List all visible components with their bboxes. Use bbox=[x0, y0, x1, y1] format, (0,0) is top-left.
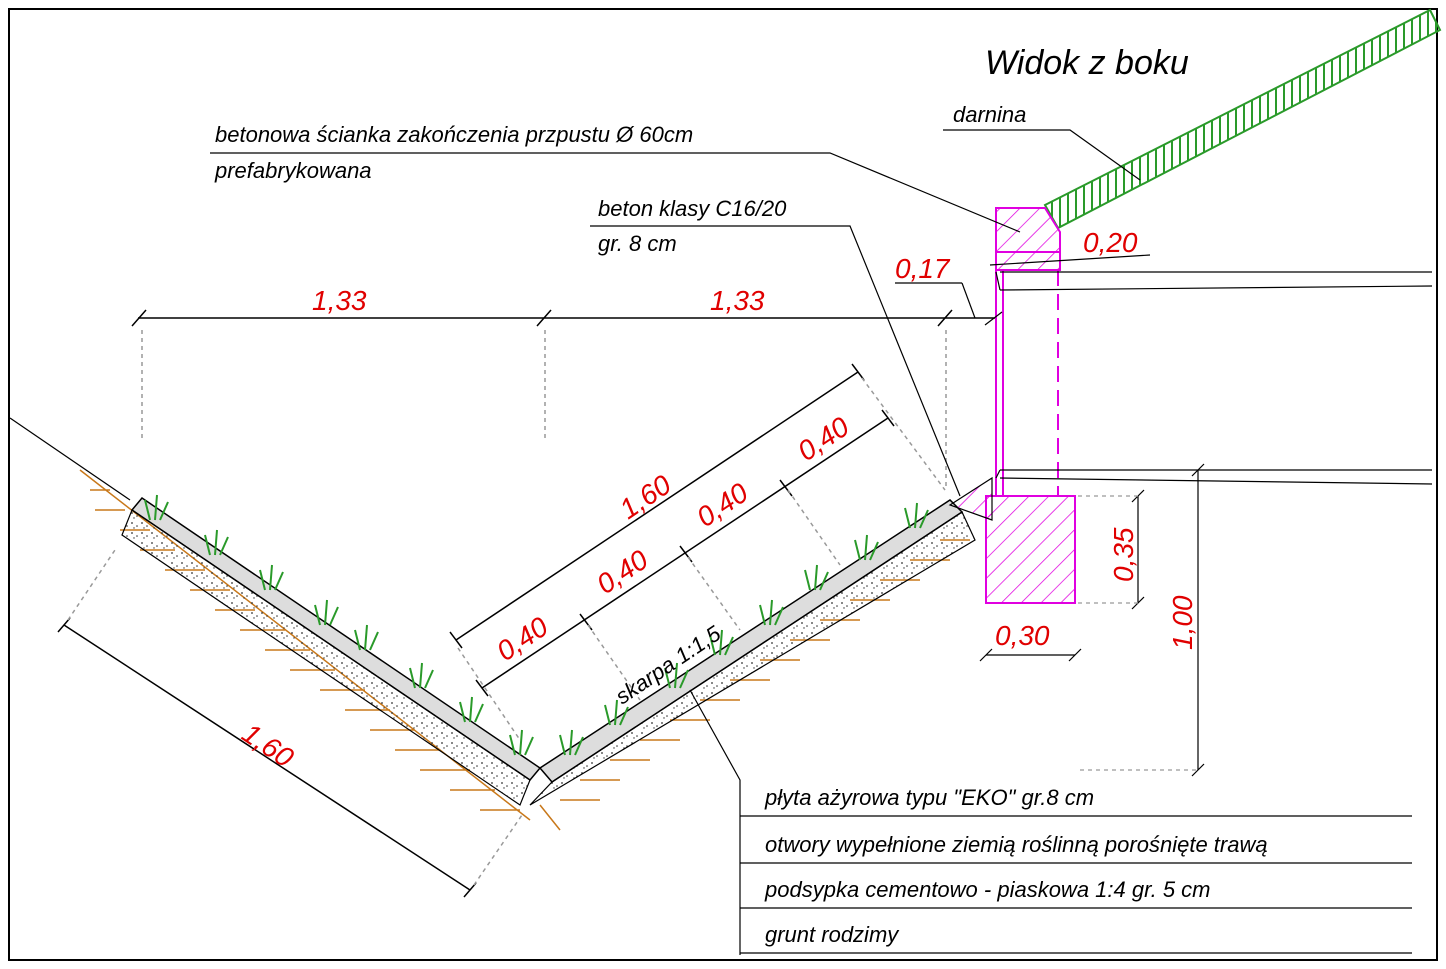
legend-item-2: otwory wypełnione ziemią roślinną porośn… bbox=[765, 832, 1268, 857]
dim-035: 0,35 bbox=[1108, 527, 1139, 582]
headwall bbox=[985, 207, 1076, 604]
legend-item-1: płyta ażyrowa typu "EKO" gr.8 cm bbox=[764, 785, 1094, 810]
grass-tufts bbox=[144, 494, 929, 756]
leader-legend bbox=[689, 689, 741, 955]
label-concrete-1: beton klasy C16/20 bbox=[598, 196, 787, 221]
dim-030: 0,30 bbox=[995, 620, 1050, 651]
pipe bbox=[995, 271, 1433, 485]
dim-seg-3: 0,40 bbox=[691, 477, 754, 533]
drawing-border bbox=[8, 8, 1438, 961]
view-title: Widok z boku bbox=[985, 44, 1189, 82]
dim-020-line bbox=[989, 254, 1151, 266]
left-slope-dimension bbox=[57, 549, 523, 898]
dim-035-lines bbox=[1078, 489, 1145, 610]
label-concrete-2: gr. 8 cm bbox=[598, 231, 677, 256]
paving-right bbox=[529, 499, 976, 806]
slope-dimensions bbox=[449, 363, 946, 741]
concrete-wedge bbox=[948, 476, 993, 521]
legend-item-3: podsypka cementowo - piaskowa 1:4 gr. 5 … bbox=[764, 877, 1211, 902]
top-dimension bbox=[131, 309, 995, 490]
dim-top-right: 1,33 bbox=[710, 285, 765, 316]
label-wall-1: betonowa ścianka zakończenia przpustu Ø … bbox=[215, 122, 693, 147]
label-wall-2: prefabrykowana bbox=[214, 158, 372, 183]
legend-lines bbox=[740, 815, 1412, 954]
dim-020: 0,20 bbox=[1083, 227, 1138, 258]
dim-seg-4: 0,40 bbox=[792, 411, 855, 467]
leader-wall bbox=[210, 152, 1021, 233]
legend-item-4: grunt rodzimy bbox=[765, 922, 900, 947]
dim-100-lines bbox=[1080, 463, 1205, 777]
turf-band bbox=[1043, 8, 1442, 230]
paving-left bbox=[121, 496, 542, 806]
ground-line-left bbox=[9, 417, 131, 501]
dim-100: 1,00 bbox=[1167, 595, 1198, 650]
dim-017-lines bbox=[895, 282, 1003, 326]
leader-concrete bbox=[590, 225, 961, 497]
dim-seg-2: 0,40 bbox=[591, 544, 654, 600]
dim-030-lines bbox=[979, 648, 1082, 662]
dim-left-slope: 1,60 bbox=[237, 717, 300, 773]
dim-017: 0,17 bbox=[895, 253, 951, 284]
label-darnina: darnina bbox=[953, 102, 1026, 127]
leader-darnina bbox=[943, 129, 1141, 181]
dim-top-left: 1,33 bbox=[312, 285, 367, 316]
dim-slope-total: 1,60 bbox=[614, 469, 677, 525]
dim-seg-1: 0,40 bbox=[491, 611, 554, 667]
